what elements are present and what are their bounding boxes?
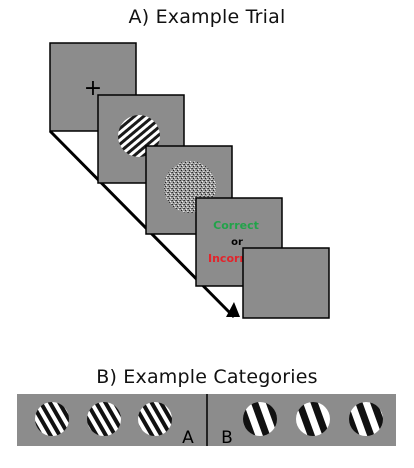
category-a-example-1 <box>35 402 69 436</box>
category-b-example-1 <box>243 402 277 436</box>
category-a-label: A <box>182 428 194 448</box>
panel-a-title: A) Example Trial <box>128 6 286 28</box>
category-a-example-3 <box>138 402 172 436</box>
panel-b-title: B) Example Categories <box>96 366 318 388</box>
arrowhead-icon <box>226 302 240 317</box>
blank-screen <box>242 247 330 319</box>
feedback-or: or <box>231 237 243 248</box>
category-b-label: B <box>221 428 233 448</box>
category-b-example-2 <box>296 402 330 436</box>
category-a-example-2 <box>87 402 121 436</box>
category-b-example-3 <box>349 402 383 436</box>
feedback-correct: Correct <box>213 219 259 232</box>
category-strip: A B <box>17 394 396 448</box>
